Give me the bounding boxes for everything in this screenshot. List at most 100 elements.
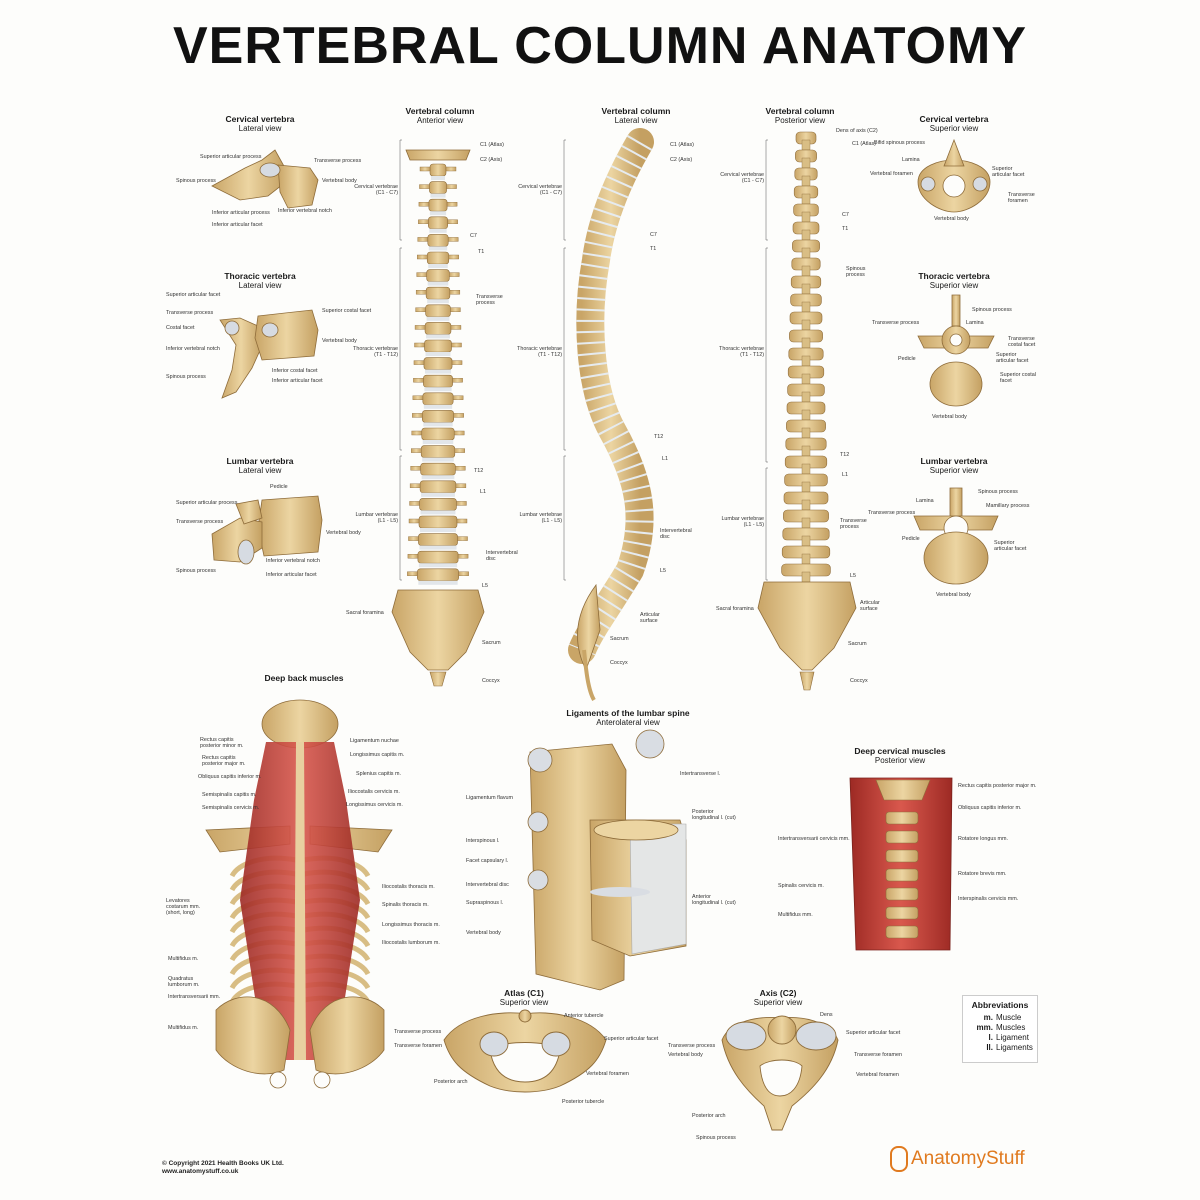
transverse-process-left [409, 483, 421, 488]
lumbar-vertebra-lateral [211, 495, 323, 565]
axis-c2-superior [721, 1015, 839, 1131]
label-ll-inferior-articular-facet: Inferior articular facet [266, 572, 317, 578]
transverse-process-right [450, 325, 462, 330]
label-at-0: Anterior tubercle [564, 1013, 604, 1019]
transverse-process-right [454, 448, 465, 453]
transverse-process-left [412, 395, 424, 400]
label-db-0: Rectus capitis posterior minor m. [200, 737, 244, 749]
cervical-vertebra-posterior [885, 811, 919, 825]
label-db-6: Semispinalis capitis m. [202, 792, 257, 798]
spinous-process-posterior [801, 337, 811, 349]
vertebra-anterior [418, 515, 458, 529]
label-cp-lumbar: Lumbar vertebrae (L1 - L5) [721, 516, 764, 528]
disc-anterior [420, 510, 456, 515]
transverse-process-right [447, 219, 458, 225]
panel-title-deep-back: Deep back muscles [264, 673, 344, 683]
label-ll-vertebral-body: Vertebral body [326, 530, 361, 536]
label-db-3: Longissimus capitis m. [350, 752, 405, 758]
vertebra-anterior [425, 286, 451, 300]
vertebral-column-posterior [757, 131, 857, 691]
label-db-4: Obliquus capitis inferior m. [198, 774, 262, 780]
website-link[interactable]: www.anatomystuff.co.uk [162, 1168, 239, 1175]
spinous-process-posterior [801, 247, 811, 259]
label-tl-costal-facet: Costal facet [166, 325, 195, 331]
label-ca-lumbar: Lumbar vertebrae (L1 - L5) [355, 512, 398, 524]
disc-anterior [421, 492, 455, 497]
label-ll-pedicle: Pedicle [270, 484, 288, 490]
spinous-process-posterior [801, 229, 811, 241]
label-ca-cervical: Cervical vertebrae (C1 - C7) [354, 184, 398, 196]
panel-title-axis: Axis (C2)Superior view [753, 988, 803, 1007]
vertebra-anterior [426, 251, 450, 265]
label-db-11: Levatores costarum mm. (short, long) [166, 898, 201, 916]
vertebra-anterior [424, 339, 452, 353]
label-cp-thoracic: Thoracic vertebrae (T1 - T12) [719, 346, 764, 358]
disc-anterior [428, 264, 448, 268]
label-ca-l5: L5 [482, 583, 488, 589]
transverse-process-left [415, 290, 427, 295]
spinous-process-posterior [801, 301, 811, 313]
transverse-process-left [407, 554, 419, 559]
label-ls-pedicle: Pedicle [902, 536, 920, 542]
vertebra-anterior [427, 234, 449, 247]
label-ca-disc: Intervertebral disc [486, 550, 518, 562]
vertebra-anterior [417, 568, 459, 582]
label-db-2: Rectus capitis posterior major m. [202, 755, 246, 767]
spinous-process-posterior [801, 445, 811, 457]
label-cl-inferior-articular-facet: Inferior articular facet [212, 222, 263, 228]
label-lg-1: Ligamentum flavum [466, 795, 514, 801]
label-tl-inferior-vertebral-notch: Inferior vertebral notch [166, 346, 220, 352]
atlas-c1-superior [443, 1009, 607, 1093]
label-tl-superior-articular-facet: Superior articular facet [166, 292, 221, 298]
transverse-process-right [446, 184, 457, 189]
vertebra-anterior [420, 445, 456, 458]
label-cp-coccyx: Coccyx [850, 678, 868, 684]
label-lg-3: Interspinous l. [466, 838, 500, 844]
label-ts-transverse-costal-facet: Transverse costal facet [1008, 336, 1036, 348]
label-tl-inferior-articular-facet: Inferior articular facet [272, 378, 323, 384]
label-ll-spinous-process: Spinous process [176, 568, 216, 574]
vertebral-column-lateral [568, 128, 654, 702]
vertebra-anterior [420, 462, 456, 476]
label-cl-spinous-process: Spinous process [176, 178, 216, 184]
transverse-process-left [419, 166, 431, 172]
label-db-17: Intertransversarii mm. [168, 994, 221, 1000]
label-dc-7: Multifidus mm. [778, 912, 813, 918]
label-cp-l5: L5 [850, 573, 856, 579]
label-ca-c2: C2 (Axis) [480, 157, 503, 163]
label-cl-inferior-articular-process: Inferior articular process [212, 210, 270, 216]
label-cla-l5: L5 [660, 568, 666, 574]
disc-anterior [426, 334, 450, 339]
disc-anterior [420, 528, 456, 532]
label-cla-coccyx: Coccyx [610, 660, 628, 666]
abbr-row: m.Muscle [983, 1013, 1022, 1022]
label-cs-vertebral-body: Vertebral body [934, 216, 969, 222]
abbr-row: mm.Muscles [976, 1023, 1026, 1032]
spinous-process-posterior [801, 571, 811, 583]
thoracic-vertebra-superior [917, 294, 995, 407]
vertebra-anterior [421, 410, 454, 423]
label-at-6: Posterior tubercle [562, 1099, 605, 1105]
disc-anterior [419, 545, 457, 550]
cervical-vertebra-posterior [885, 906, 919, 920]
disc-anterior [422, 457, 454, 462]
panel-title-atlas: Atlas (C1)Superior view [499, 988, 549, 1007]
label-ax-0: Dens [820, 1012, 833, 1018]
transverse-process-left [416, 272, 427, 277]
label-cla-thoracic: Thoracic vertebrae (T1 - T12) [517, 346, 562, 358]
transverse-process-left [417, 237, 428, 242]
anatomystuff-logo: AnatomyStuff [890, 1146, 1025, 1172]
lumbar-ligaments [527, 729, 687, 991]
vertebra-anterior [428, 216, 448, 230]
vertebra-anterior [418, 533, 458, 546]
label-cl-superior-articular-process: Superior articular process [200, 154, 262, 160]
vertebra-anterior [417, 550, 459, 564]
vertebra-anterior [423, 357, 453, 370]
lumbar-vertebra-superior [913, 487, 999, 585]
transverse-process-right [452, 395, 464, 400]
label-ca-coccyx: Coccyx [482, 678, 500, 684]
